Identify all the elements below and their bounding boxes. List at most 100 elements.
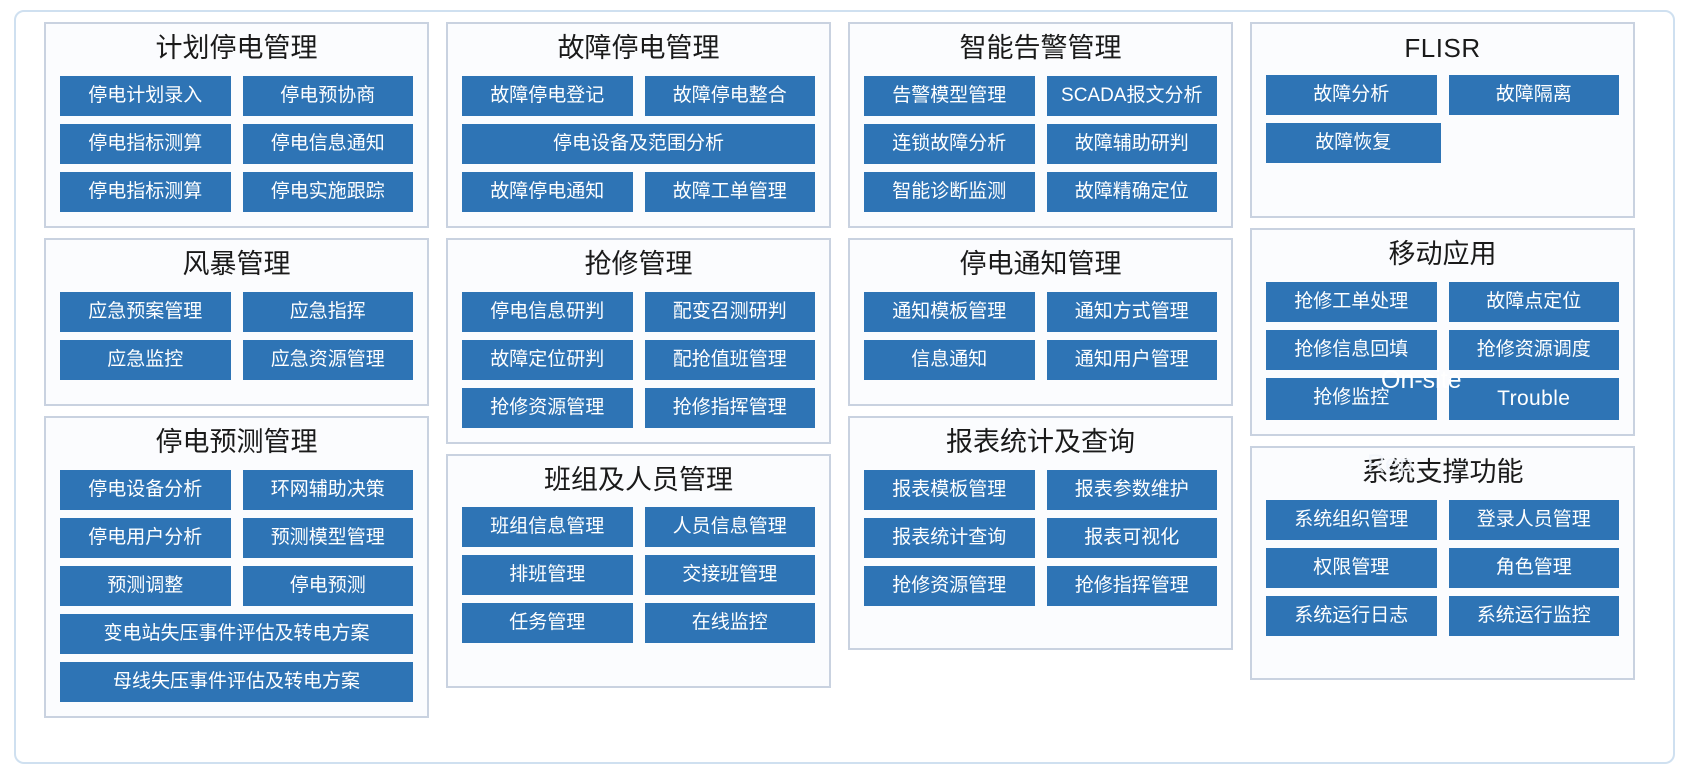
module-button[interactable]: 故障点定位 [1448,281,1619,322]
module-button[interactable]: 环网辅助决策 [242,469,413,510]
module-button[interactable]: 排班管理 [462,555,633,596]
module-button[interactable]: 停电指标测算 [60,171,231,212]
panel-emergency-repair: 抢修管理停电信息研判配变召测研判故障定位研判配抢值班管理抢修资源管理抢修指挥管理 [446,237,831,444]
module-button[interactable]: 停电设备分析 [60,469,231,510]
module-button[interactable]: 停电实施跟踪 [242,171,413,212]
module-button[interactable]: 配变召测研判 [644,291,815,332]
module-button[interactable]: 故障停电通知 [462,171,633,212]
panel-title-smart-alarm: 智能告警管理 [959,33,1122,63]
module-button[interactable]: 故障停电整合 [644,75,815,116]
module-button[interactable]: 通知用户管理 [1046,339,1217,380]
module-button[interactable]: 智能诊断监测 [864,171,1035,212]
module-button[interactable]: 告警模型管理 [864,75,1035,116]
module-button[interactable]: 停电预协商 [242,75,413,116]
panel-title-system-support: 系统支撑功能 [1361,456,1524,487]
module-button[interactable]: SCADA报文分析 [1046,75,1217,116]
button-row: 母线失压事件评估及转电方案 [60,661,413,702]
button-row: 故障停电通知故障工单管理 [462,171,815,212]
panel-rows-storm-management: 应急预案管理应急指挥应急监控应急资源管理 [60,291,413,380]
module-button[interactable]: 停电指标测算 [60,123,231,164]
button-row: 报表模板管理报表参数维护 [864,469,1217,510]
module-button[interactable]: 抢修指挥管理 [1046,565,1217,606]
module-button[interactable]: 抢修工单处理 [1266,281,1437,322]
panel-title-outage-notice: 停电通知管理 [959,248,1122,279]
module-button[interactable]: 报表可视化 [1046,517,1217,558]
module-button[interactable]: 停电用户分析 [60,517,231,558]
panel-rows-planned-outage: 停电计划录入停电预协商停电指标测算停电信息通知停电指标测算停电实施跟踪 [60,75,413,212]
module-button[interactable]: 变电站失压事件评估及转电方案 [60,613,413,654]
module-button[interactable]: 故障工单管理 [644,171,815,212]
module-button[interactable]: 应急监控 [60,339,231,380]
module-button[interactable]: 故障停电登记 [462,75,633,116]
button-row: 智能诊断监测故障精确定位 [864,171,1217,212]
module-button[interactable]: 应急资源管理 [242,339,413,380]
panel-rows-team-personnel: 班组信息管理人员信息管理排班管理交接班管理任务管理在线监控 [462,507,815,644]
module-button[interactable]: 抢修监控 [1266,377,1437,420]
button-row: 应急监控应急资源管理 [60,339,413,380]
panel-report-statistics: 报表统计及查询报表模板管理报表参数维护报表统计查询报表可视化抢修资源管理抢修指挥… [848,415,1233,650]
module-button[interactable]: 人员信息管理 [644,507,815,548]
button-row: 变电站失压事件评估及转电方案 [60,613,413,654]
module-button[interactable]: 故障辅助研判 [1046,123,1217,164]
module-button[interactable]: 预测模型管理 [242,517,413,558]
module-button[interactable]: 母线失压事件评估及转电方案 [60,661,413,702]
module-button[interactable]: 应急预案管理 [60,291,231,332]
module-button[interactable]: 角色管理 [1448,547,1619,588]
panel-title-flisr: FLISR [1404,33,1481,63]
module-button[interactable]: 登录人员管理 [1448,499,1619,540]
module-button[interactable]: 抢修资源管理 [864,565,1035,606]
module-button[interactable]: 抢修资源调度 [1448,329,1619,370]
module-button[interactable]: 停电设备及范围分析 [462,123,815,164]
module-button[interactable]: 报表模板管理 [864,469,1035,510]
panel-team-personnel: 班组及人员管理班组信息管理人员信息管理排班管理交接班管理任务管理在线监控 [446,453,831,688]
button-row: 抢修资源管理抢修指挥管理 [462,387,815,428]
module-button[interactable]: 交接班管理 [644,555,815,596]
module-button[interactable]: 连锁故障分析 [864,123,1035,164]
panel-title-storm-management: 风暴管理 [182,248,291,279]
module-button[interactable]: 停电计划录入 [60,75,231,116]
button-row: 抢修资源管理抢修指挥管理 [864,565,1217,606]
module-button[interactable]: 任务管理 [462,603,633,644]
button-row: 预测调整停电预测 [60,565,413,606]
panel-title-report-statistics: 报表统计及查询 [946,426,1135,457]
panel-title-emergency-repair: 抢修管理 [584,248,693,279]
module-button[interactable]: 故障分析 [1266,74,1437,115]
module-button[interactable]: 班组信息管理 [462,507,633,548]
module-button[interactable]: 故障隔离 [1448,74,1619,115]
module-button[interactable]: 通知方式管理 [1046,291,1217,332]
module-button[interactable]: 系统运行日志 [1266,595,1437,636]
panel-rows-mobile-app: 抢修工单处理故障点定位抢修信息回填抢修资源调度抢修监控 Trouble [1266,281,1619,420]
module-button[interactable]: 停电信息通知 [242,123,413,164]
panel-rows-fault-outage: 故障停电登记故障停电整合停电设备及范围分析故障停电通知故障工单管理 [462,75,815,212]
panel-storm-management: 风暴管理应急预案管理应急指挥应急监控应急资源管理 [44,237,429,406]
module-button[interactable]: 预测调整 [60,565,231,606]
module-button[interactable]: 配抢值班管理 [644,339,815,380]
module-button[interactable]: 系统组织管理 [1266,499,1437,540]
module-button[interactable]: 停电预测 [242,565,413,606]
module-grid: 计划停电管理停电计划录入停电预协商停电指标测算停电信息通知停电指标测算停电实施跟… [44,22,1645,750]
row-spacer [1453,123,1620,163]
button-row: 故障定位研判配抢值班管理 [462,339,815,380]
module-button[interactable]: 权限管理 [1266,547,1437,588]
button-row: 系统组织管理登录人员管理 [1266,499,1619,540]
module-button[interactable]: 抢修信息回填 [1266,329,1437,370]
panel-rows-system-support: 系统组织管理登录人员管理权限管理角色管理系统运行日志系统运行监控 [1266,499,1619,636]
module-button[interactable]: 故障恢复 [1266,122,1441,163]
module-button[interactable]: 故障定位研判 [462,339,633,380]
module-button[interactable]: 通知模板管理 [864,291,1035,332]
module-button[interactable]: 抢修指挥管理 [644,387,815,428]
module-button[interactable]: 在线监控 [644,603,815,644]
module-button[interactable]: Trouble [1448,377,1619,420]
module-button[interactable]: 报表统计查询 [864,517,1035,558]
module-button[interactable]: 故障精确定位 [1046,171,1217,212]
module-button[interactable]: 应急指挥 [242,291,413,332]
module-button[interactable]: 停电信息研判 [462,291,633,332]
button-row: 抢修监控 Trouble [1266,377,1619,420]
module-button[interactable]: 信息通知 [864,339,1035,380]
module-button[interactable]: 报表参数维护 [1046,469,1217,510]
button-row: 排班管理交接班管理 [462,555,815,596]
module-button[interactable]: 系统运行监控 [1448,595,1619,636]
module-button[interactable]: 抢修资源管理 [462,387,633,428]
